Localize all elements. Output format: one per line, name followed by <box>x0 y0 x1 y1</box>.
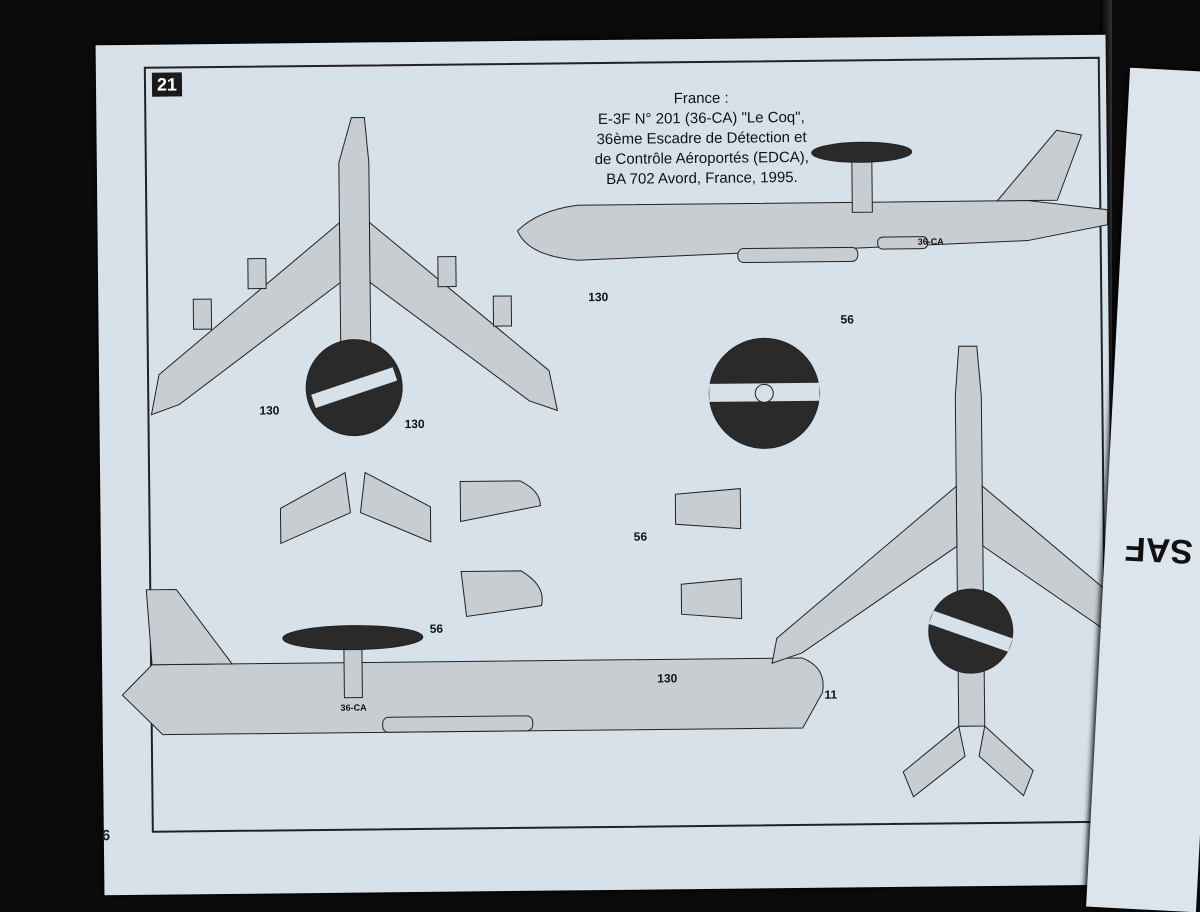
registration-mark-lower: 36-CA <box>340 702 367 713</box>
callout-130-right: 130 <box>404 416 425 432</box>
instruction-page: 21 6 France : E-3F N° 201 (36-CA) "Le Co… <box>95 34 1115 896</box>
side-rotodome-lower <box>282 625 424 651</box>
callout-11: 11 <box>824 687 838 702</box>
callout-56-lower: 56 <box>429 621 444 636</box>
engine-details <box>459 480 743 620</box>
rotodome-stripe <box>311 367 398 408</box>
adjacent-page-marking: SAF <box>1123 529 1194 571</box>
side-view-lower-aircraft <box>121 588 824 736</box>
bottom-view-aircraft <box>771 345 1113 798</box>
aircraft-drawings <box>121 116 1113 798</box>
callout-130-lower: 130 <box>657 671 678 686</box>
bottom-rotodome-stripe <box>928 610 1013 652</box>
callout-56-side: 56 <box>840 312 854 327</box>
callout-130-side: 130 <box>588 289 609 305</box>
callout-56-engine: 56 <box>633 529 648 544</box>
detail-disc-center <box>754 383 774 403</box>
registration-mark-upper: 36-CA <box>917 236 944 247</box>
side-view-upper-aircraft <box>516 129 1109 264</box>
callout-130-left: 130 <box>259 403 280 418</box>
side-rotodome-upper <box>811 141 913 163</box>
top-view-aircraft <box>150 116 559 545</box>
